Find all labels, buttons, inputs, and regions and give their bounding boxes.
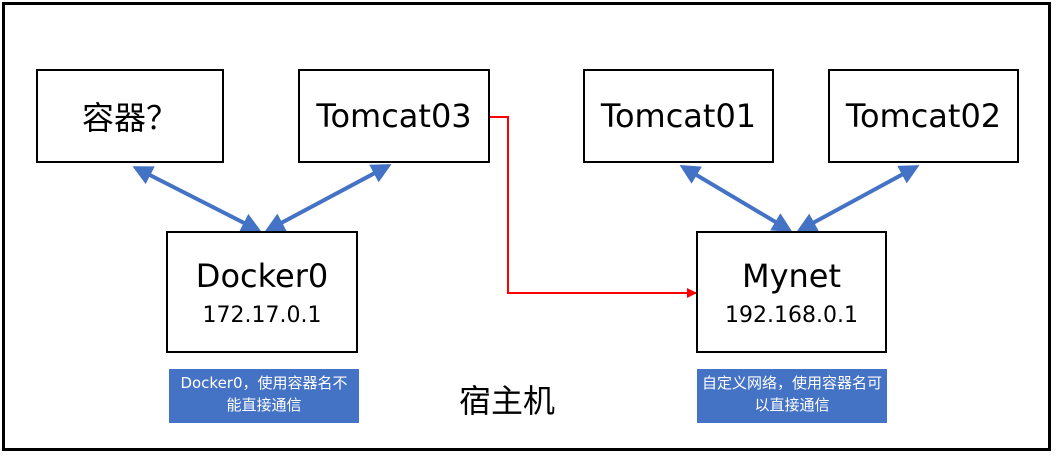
docker0-label: Docker0 xyxy=(195,256,329,295)
link-container-docker0 xyxy=(132,166,262,232)
docker0-note: Docker0，使用容器名不能直接通信 xyxy=(169,369,359,423)
tomcat03-label: Tomcat03 xyxy=(316,97,472,135)
tomcat01-label: Tomcat01 xyxy=(600,97,757,135)
mynet-node: Mynet 192.168.0.1 xyxy=(696,231,887,353)
tomcat01-node: Tomcat01 xyxy=(583,69,774,163)
tomcat02-label: Tomcat02 xyxy=(845,97,1002,135)
link-tomcat03-mynet xyxy=(490,116,697,298)
container-unknown-node: 容器？ xyxy=(36,69,224,163)
link-tomcat01-mynet xyxy=(679,164,793,233)
link-tomcat03-docker0 xyxy=(264,164,392,232)
mynet-label: Mynet xyxy=(741,256,842,295)
host-label: 宿主机 xyxy=(459,382,556,420)
docker0-node: Docker0 172.17.0.1 xyxy=(166,231,358,353)
mynet-note: 自定义网络，使用容器名可以直接通信 xyxy=(697,369,887,423)
tomcat02-node: Tomcat02 xyxy=(828,69,1019,163)
container-unknown-label: 容器？ xyxy=(81,99,178,137)
link-tomcat02-mynet xyxy=(796,165,920,232)
tomcat03-node: Tomcat03 xyxy=(298,69,490,163)
diagram-frame xyxy=(2,2,1051,451)
docker0-ip: 172.17.0.1 xyxy=(202,302,322,328)
mynet-ip: 192.168.0.1 xyxy=(725,302,858,328)
